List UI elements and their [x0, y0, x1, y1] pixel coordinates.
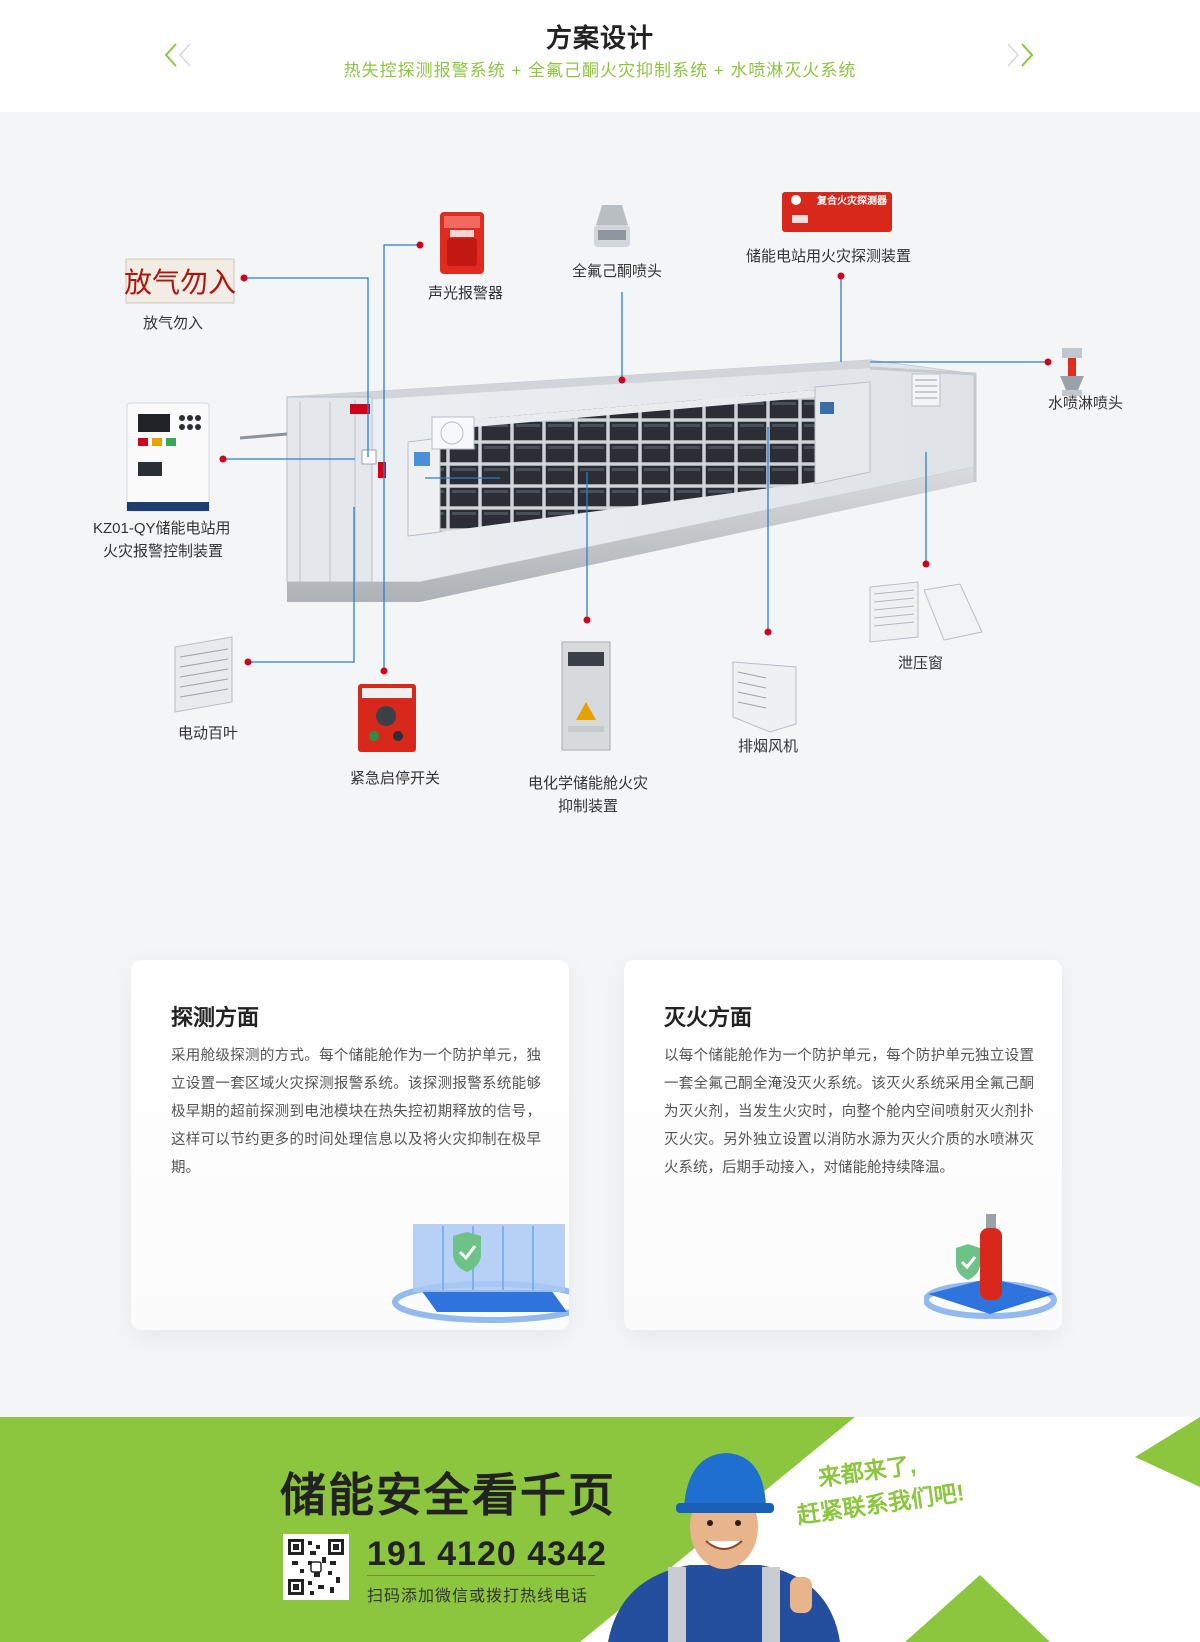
label-suppression-line2: 抑制装置 — [558, 798, 619, 815]
nozzle-product — [594, 205, 630, 247]
qr-code-icon — [283, 1534, 349, 1600]
exhaust-fan-product — [732, 661, 797, 733]
suppression-card: 灭火方面 以每个储能舱作为一个防护单元，每个防护单元独立设置一套全氟己酮全淹没灭… — [624, 960, 1062, 1330]
emergency-switch-product — [358, 684, 416, 752]
contact-hint: 扫码添加微信或拨打热线电话 — [367, 1588, 589, 1605]
louver-product — [174, 636, 233, 713]
label-louver: 电动百叶 — [178, 725, 239, 742]
relief-window-product — [869, 581, 983, 643]
label-exhaust-fan: 排烟风机 — [738, 738, 799, 755]
connector-dots — [219, 241, 1052, 675]
vent-sign-product: 放气勿入 — [124, 258, 236, 304]
page-title: 方案设计 — [545, 23, 654, 53]
phone-divider — [367, 1575, 595, 1576]
worker-illustration — [608, 1453, 840, 1642]
label-controller-line1: KZ01-QY储能电站用 — [93, 520, 231, 537]
system-diagram: 放气勿入 复合火灾探测器 — [0, 112, 1200, 1417]
audible-alarm-product — [440, 212, 484, 274]
svg-text:放气勿入: 放气勿入 — [124, 266, 236, 299]
banner-decoration — [580, 1417, 1200, 1642]
label-detector: 储能电站用火灾探测装置 — [746, 248, 912, 265]
container-shield-icon — [392, 1224, 569, 1323]
banner-title: 储能安全看千页 — [280, 1469, 616, 1521]
label-nozzle: 全氟己酮喷头 — [572, 263, 663, 280]
container-illustration — [239, 359, 977, 602]
contact-banner: 储能安全看千页 191 4120 4342 扫码添加微信或拨打热线电话 来都来了… — [0, 1417, 1200, 1642]
sprinkler-product — [1060, 348, 1084, 396]
suppression-card-body: 以每个储能舱作为一个防护单元，每个防护单元独立设置一套全氟己酮全淹没灭火系统。该… — [664, 1048, 1034, 1176]
label-vent-sign: 放气勿入 — [143, 315, 204, 332]
label-controller-line2: 火灾报警控制装置 — [103, 543, 224, 560]
label-sprinkler: 水喷淋喷头 — [1048, 395, 1124, 412]
suppression-card-title: 灭火方面 — [664, 1005, 753, 1030]
detection-card-body: 采用舱级探测的方式。每个储能舱作为一个防护单元，独立设置一套区域火灾探测报警系统… — [171, 1048, 541, 1176]
prev-arrow-icon[interactable] — [160, 40, 200, 70]
label-emergency-switch: 紧急启停开关 — [350, 770, 441, 787]
header: 方案设计 热失控探测报警系统 + 全氟己酮火灾抑制系统 + 水喷淋灭火系统 — [0, 0, 1200, 112]
svg-text:复合火灾探测器: 复合火灾探测器 — [816, 194, 888, 207]
detection-card: 探测方面 采用舱级探测的方式。每个储能舱作为一个防护单元，独立设置一套区域火灾探… — [131, 960, 569, 1330]
detector-product: 复合火灾探测器 — [782, 192, 892, 232]
label-relief-window: 泄压窗 — [898, 655, 944, 672]
detection-card-title: 探测方面 — [171, 1005, 260, 1030]
connector-lines — [223, 244, 1048, 671]
page-subtitle: 热失控探测报警系统 + 全氟己酮火灾抑制系统 + 水喷淋灭火系统 — [343, 61, 857, 80]
controller-product — [126, 402, 210, 512]
diagram-illustration: 放气勿入 复合火灾探测器 — [124, 192, 1084, 752]
label-suppression-line1: 电化学储能舱火灾 — [528, 775, 649, 792]
next-arrow-icon[interactable] — [998, 40, 1038, 70]
hotline-number[interactable]: 191 4120 4342 — [367, 1535, 607, 1573]
label-audible-alarm: 声光报警器 — [428, 285, 504, 302]
suppression-device-product — [561, 641, 611, 751]
extinguisher-shield-icon — [924, 1214, 1057, 1319]
